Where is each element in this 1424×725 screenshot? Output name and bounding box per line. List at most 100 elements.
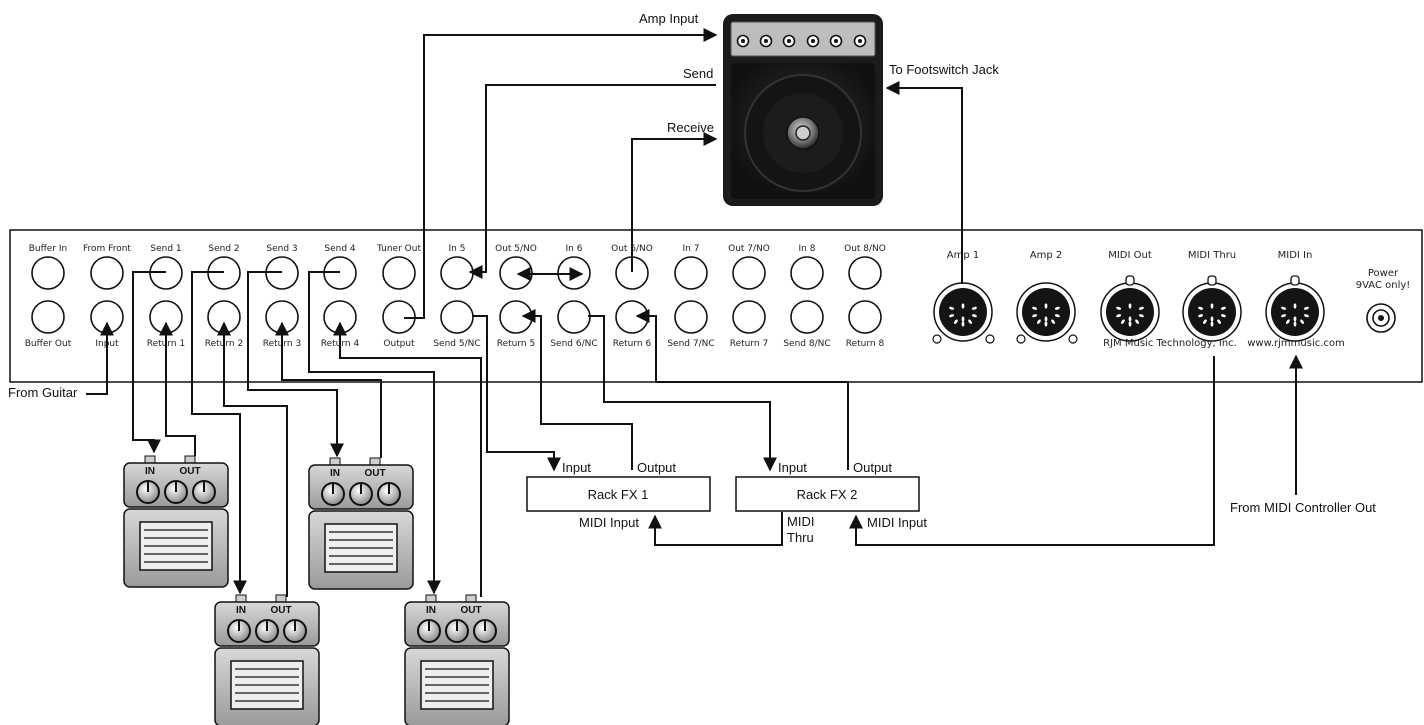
- top-jack[interactable]: [90, 256, 124, 290]
- pedal-knob[interactable]: [473, 619, 497, 643]
- top-jack[interactable]: [848, 256, 882, 290]
- bottom-jack-label: Output: [383, 339, 415, 349]
- top-jack-label: In 6: [566, 244, 583, 254]
- cable-amp-send-to-in5: [468, 84, 716, 279]
- amp-knob[interactable]: [853, 34, 867, 48]
- top-jack[interactable]: [382, 256, 416, 290]
- pedal-knob[interactable]: [227, 619, 251, 643]
- pedal-knob[interactable]: [445, 619, 469, 643]
- amp-knob[interactable]: [759, 34, 773, 48]
- pedal-knob[interactable]: [164, 480, 188, 504]
- website-label: www.rjmmusic.com: [1247, 338, 1345, 349]
- pedal-knob[interactable]: [377, 482, 401, 506]
- din-label-midi-in: MIDI In: [1278, 250, 1313, 261]
- pedal-4: IN OUT: [404, 594, 510, 725]
- pedal-in-label: IN: [145, 466, 155, 477]
- pedal-knob[interactable]: [349, 482, 373, 506]
- cable-send6-to-rack2-input: [588, 315, 777, 472]
- pedal-out-label: OUT: [270, 605, 291, 616]
- amp1-ring-right: [985, 334, 995, 344]
- amp-knob[interactable]: [782, 34, 796, 48]
- rack2-input-label: Input: [778, 460, 807, 475]
- guitar-cable: [86, 321, 114, 395]
- cable-midi-thru-to-rack2-midi: [849, 356, 1215, 546]
- top-jack[interactable]: [732, 256, 766, 290]
- top-jack[interactable]: [790, 256, 824, 290]
- cable-send3-to-pedal3-in: [247, 271, 344, 458]
- top-jack-label: In 7: [683, 244, 700, 254]
- top-jack[interactable]: [31, 256, 65, 290]
- power-jack[interactable]: [1366, 303, 1396, 333]
- maker-label: RJM Music Technology, Inc.: [1103, 338, 1237, 349]
- bottom-jack[interactable]: [732, 300, 766, 334]
- rack1-output-label: Output: [637, 460, 676, 475]
- din-connector[interactable]: [1100, 275, 1160, 342]
- amp-receive-label: Receive: [667, 120, 714, 135]
- din-label-midi-out: MIDI Out: [1108, 250, 1152, 261]
- amp-knob[interactable]: [829, 34, 843, 48]
- bottom-jack[interactable]: [440, 300, 474, 334]
- top-jack-label: In 5: [449, 244, 466, 254]
- cable-pedal1-out-to-return1: [159, 321, 196, 456]
- amp-knobs: [736, 34, 867, 48]
- pedal-out-label: OUT: [460, 605, 481, 616]
- pedal-knob[interactable]: [417, 619, 441, 643]
- power-label: Power: [1368, 268, 1399, 279]
- top-jack-label: In 8: [799, 244, 816, 254]
- din-connector[interactable]: [1016, 282, 1076, 342]
- pedal-out-label: OUT: [179, 466, 200, 477]
- bottom-jack-label: Send 7/NC: [667, 339, 714, 349]
- rack1-input-label: Input: [562, 460, 591, 475]
- pedal-knob[interactable]: [321, 482, 345, 506]
- bottom-jack-label: Return 6: [613, 339, 652, 349]
- pedal-in-label: IN: [330, 468, 340, 479]
- cable-pedal3-out-to-return3: [275, 321, 382, 458]
- bottom-jack[interactable]: [790, 300, 824, 334]
- from-midi-controller-label: From MIDI Controller Out: [1230, 500, 1376, 515]
- bottom-jack[interactable]: [557, 300, 591, 334]
- top-jack-label: Send 3: [266, 244, 297, 254]
- pedal-knob[interactable]: [255, 619, 279, 643]
- bottom-jack[interactable]: [31, 300, 65, 334]
- bottom-jack[interactable]: [848, 300, 882, 334]
- footswitch-label: To Footswitch Jack: [889, 62, 999, 77]
- din-connector[interactable]: [933, 282, 993, 342]
- pedal-in-label: IN: [426, 605, 436, 616]
- din-label-amp2: Amp 2: [1030, 250, 1062, 261]
- pedal-1: IN OUT: [123, 455, 229, 588]
- din-connector[interactable]: [1265, 275, 1325, 342]
- amp-knob[interactable]: [736, 34, 750, 48]
- rack2-midi-input-label: MIDI Input: [867, 515, 927, 530]
- amp-input-label: Amp Input: [639, 11, 699, 26]
- din-connector[interactable]: [1182, 275, 1242, 342]
- pedal-knob[interactable]: [283, 619, 307, 643]
- rack1-midi-input-label: MIDI Input: [579, 515, 639, 530]
- power-voltage-label: 9VAC only!: [1356, 280, 1411, 291]
- bottom-jack[interactable]: [674, 300, 708, 334]
- top-jack[interactable]: [674, 256, 708, 290]
- pedal-knob[interactable]: [136, 480, 160, 504]
- bottom-jack-label: Return 5: [497, 339, 535, 349]
- rack2-name: Rack FX 2: [797, 487, 858, 502]
- top-jack-label: Send 2: [208, 244, 239, 254]
- amp2-ring-left: [1016, 334, 1026, 344]
- from-guitar-label: From Guitar: [8, 385, 78, 400]
- amp1-ring-left: [932, 334, 942, 344]
- amp-knob[interactable]: [806, 34, 820, 48]
- bottom-jack-label: Return 8: [846, 339, 885, 349]
- top-jack-label: Send 1: [150, 244, 181, 254]
- cable-amp1-to-footswitch: [885, 81, 963, 284]
- cable-rack1-output-to-return5: [521, 309, 633, 470]
- top-jack-label: Out 5/NO: [495, 244, 537, 254]
- cable-output-to-amp-input: [404, 28, 718, 319]
- cable-send1-to-pedal1-in: [132, 271, 166, 454]
- rack1-name: Rack FX 1: [588, 487, 649, 502]
- top-jack[interactable]: [440, 256, 474, 290]
- pedal-in-label: IN: [236, 605, 246, 616]
- top-jack-label: Buffer In: [29, 244, 68, 254]
- bottom-jack-label: Send 6/NC: [550, 339, 597, 349]
- pedal-knob[interactable]: [192, 480, 216, 504]
- bottom-jack-label: Send 5/NC: [433, 339, 480, 349]
- cable-rack2-thru-to-rack1-midi: [648, 512, 783, 546]
